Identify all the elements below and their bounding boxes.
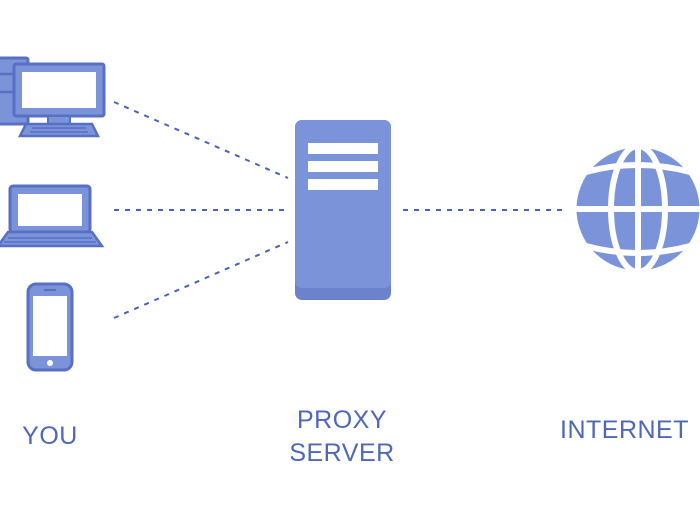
proxy-server-label: PROXY SERVER: [262, 404, 422, 470]
desktop-computer-icon: [0, 56, 106, 138]
proxy-label-line1: PROXY: [296, 406, 388, 434]
connector-desktop-proxy: [113, 101, 289, 179]
internet-label: INTERNET: [560, 414, 700, 447]
you-label-text: YOU: [22, 422, 78, 450]
you-label: YOU: [0, 420, 100, 453]
proxy-label-line2: SERVER: [289, 439, 395, 467]
globe-icon: [573, 143, 700, 275]
smartphone-icon: [26, 282, 74, 372]
internet-label-text: INTERNET: [560, 416, 689, 444]
proxy-server-icon: [295, 120, 391, 300]
connector-phone-proxy: [113, 241, 289, 319]
laptop-icon: [0, 184, 105, 248]
connectors: [113, 101, 566, 319]
